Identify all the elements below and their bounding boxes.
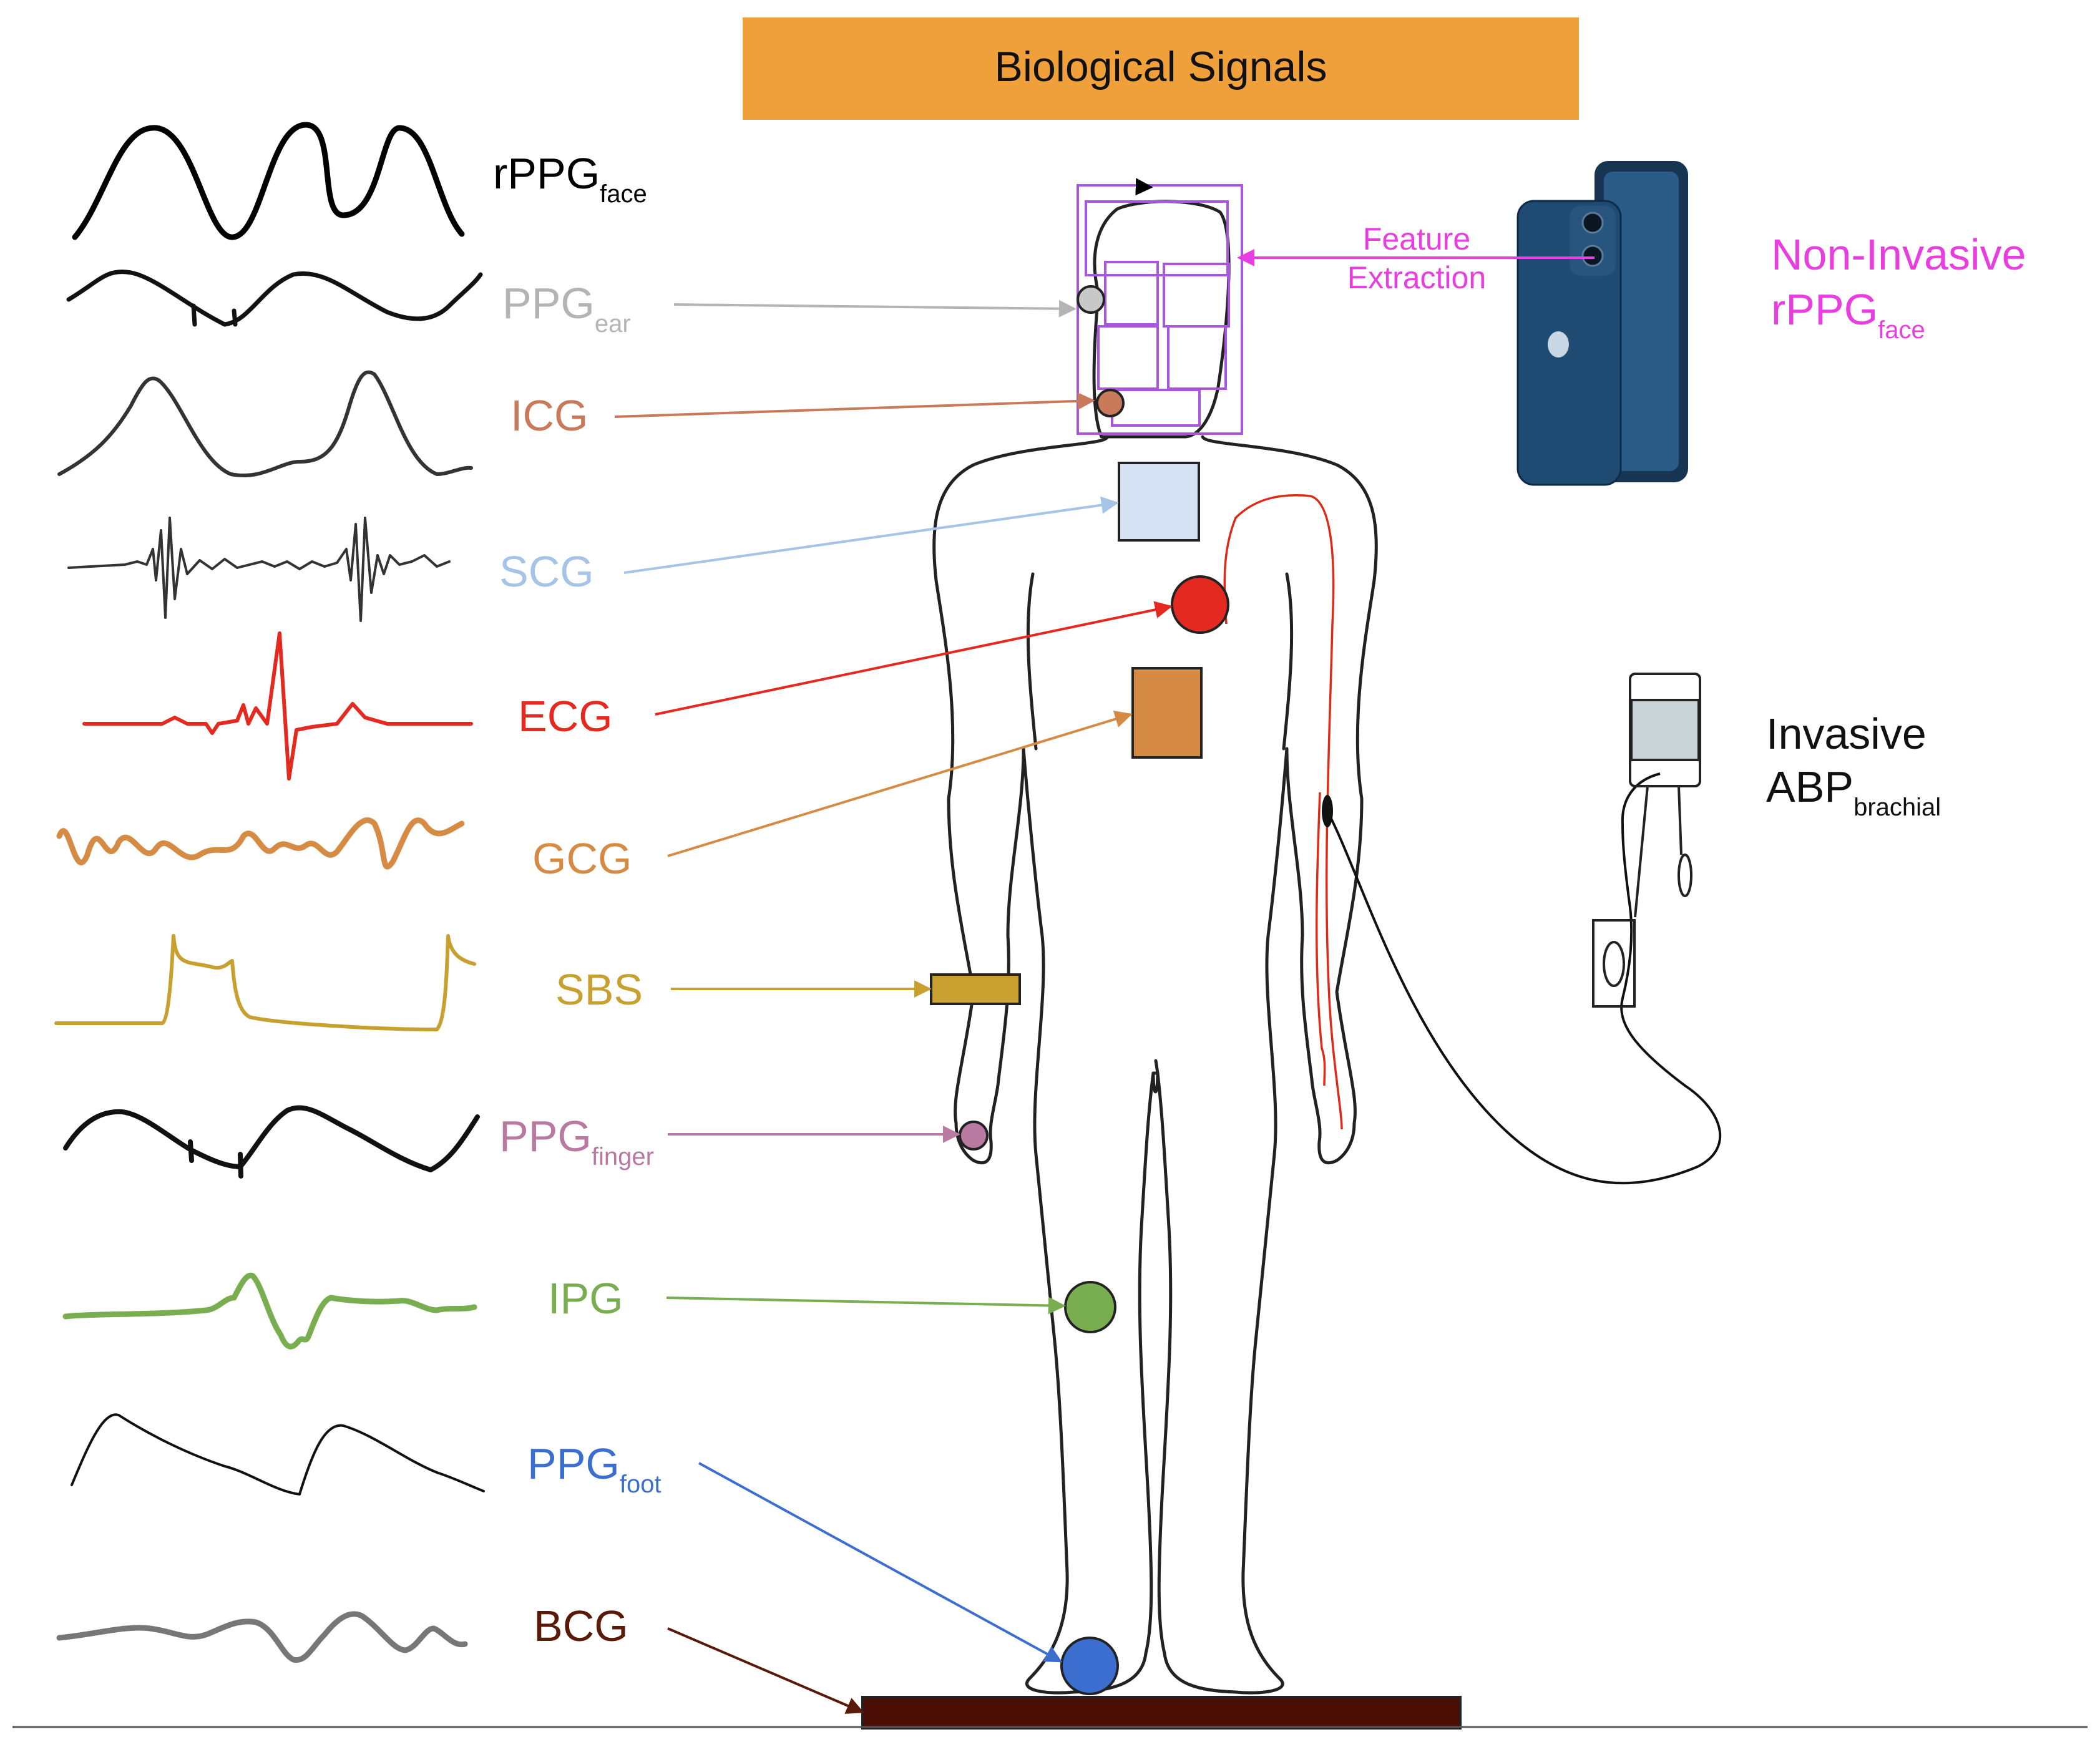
title-text: Biological Signals: [995, 43, 1327, 90]
ecg-label: ECG: [518, 692, 613, 741]
sbs-label: SBS: [555, 965, 643, 1014]
bcg-label: BCG: [534, 1602, 628, 1650]
non-invasive-title: Non-Invasive: [1771, 230, 2026, 279]
ipg-label: IPG: [548, 1274, 623, 1323]
inner-left-arm: [1026, 572, 1038, 751]
catheter-tube: [1326, 772, 1722, 1185]
inner-right-arm: [1282, 572, 1294, 751]
device-transducer-box: [1592, 919, 1636, 1008]
ppg-ear-sensor: [1077, 285, 1105, 314]
ppg-foot-arrow: [698, 1462, 1063, 1663]
ppg-finger-label: PPGfinger: [499, 1112, 654, 1170]
rppg-face-waveform: [72, 122, 465, 240]
ppg-ear-waveform: [66, 270, 483, 327]
ppg-foot-sensor: [1060, 1637, 1119, 1695]
scg-label: SCG: [499, 547, 594, 596]
rppg-face-label: rPPGface: [493, 149, 647, 208]
phone-logo: [1548, 331, 1569, 358]
scg-waveform: [67, 517, 451, 622]
face-roi-chin: [1111, 389, 1201, 427]
face-roi-left-cheek: [1097, 325, 1159, 390]
sbs-waveform: [54, 934, 476, 1031]
smartphone-icon: [1513, 157, 1694, 488]
ecg-sensor: [1171, 575, 1229, 634]
icg-label: ICG: [510, 391, 588, 440]
waveforms: [54, 122, 485, 1663]
ecg-arrow: [655, 601, 1173, 716]
device-fluid-chamber: [1630, 699, 1700, 761]
face-roi-left-eye: [1104, 261, 1159, 326]
ppg-foot-label: PPGfoot: [527, 1439, 662, 1498]
non-invasive-label: Non-Invasive rPPGface: [1771, 230, 2026, 344]
connector-arrows: [614, 178, 1595, 1714]
crotch-line: [1151, 1059, 1160, 1094]
phone-lens-top: [1581, 212, 1604, 234]
device-transducer-window: [1603, 941, 1625, 987]
face-roi-right-eye: [1163, 263, 1230, 328]
ipg-sensor: [1064, 1281, 1116, 1333]
ecg-waveform: [82, 631, 473, 781]
title-background: [743, 17, 1579, 120]
sensor-markers: [861, 285, 1462, 1730]
invasive-signal: ABPbrachial: [1766, 762, 1941, 821]
human-body-outline: [932, 200, 1378, 1695]
gcg-arrow: [667, 710, 1133, 857]
face-roi-right-cheek: [1167, 325, 1227, 390]
ppg-ear-label: PPGear: [502, 279, 631, 338]
artery-line: [1223, 494, 1343, 1130]
invasive-label: Invasive ABPbrachial: [1766, 709, 1941, 821]
signal-labels: rPPGface PPGear ICG SCG ECG GCG SBS PPGf…: [493, 149, 662, 1650]
icg-waveform: [57, 370, 473, 477]
bcg-force-platform: [861, 1696, 1462, 1730]
ppg-ear-arrow: [673, 299, 1077, 318]
scg-sensor: [1118, 462, 1200, 542]
device-drip-chamber: [1678, 854, 1692, 897]
feature-extraction-label: Feature Extraction: [1347, 221, 1486, 295]
non-invasive-signal: rPPGface: [1771, 285, 1925, 344]
device-feed-line: [1634, 786, 1649, 918]
face-roi-boxes: [1077, 184, 1243, 435]
catheter-entry: [1322, 795, 1333, 827]
icg-arrow: [614, 392, 1095, 418]
ipg-waveform: [62, 1272, 477, 1350]
feature-extraction-line1: Feature: [1363, 221, 1470, 256]
invasive-title: Invasive: [1766, 709, 1927, 758]
sbs-sensor: [930, 973, 1021, 1005]
phone-screen: [1604, 172, 1679, 471]
gcg-label: GCG: [532, 834, 632, 883]
icg-sensor: [1096, 389, 1125, 417]
gcg-sensor: [1131, 667, 1203, 759]
title-banner: Biological Signals: [743, 17, 1579, 120]
device-drip-line: [1678, 786, 1682, 855]
gcg-waveform: [56, 817, 465, 870]
phone-lens-bottom: [1581, 245, 1604, 267]
arterial-line-monitor-icon: [1592, 673, 1701, 1008]
bcg-waveform: [56, 1611, 468, 1663]
ppg-foot-waveform: [71, 1413, 485, 1496]
ipg-arrow: [666, 1297, 1066, 1315]
scg-arrow: [623, 496, 1119, 574]
ppg-finger-sensor: [959, 1121, 989, 1151]
face-roi-outer: [1077, 184, 1243, 435]
feature-extraction-line2: Extraction: [1347, 260, 1486, 295]
bcg-arrow: [667, 1627, 864, 1714]
ppg-finger-waveform: [63, 1105, 480, 1179]
